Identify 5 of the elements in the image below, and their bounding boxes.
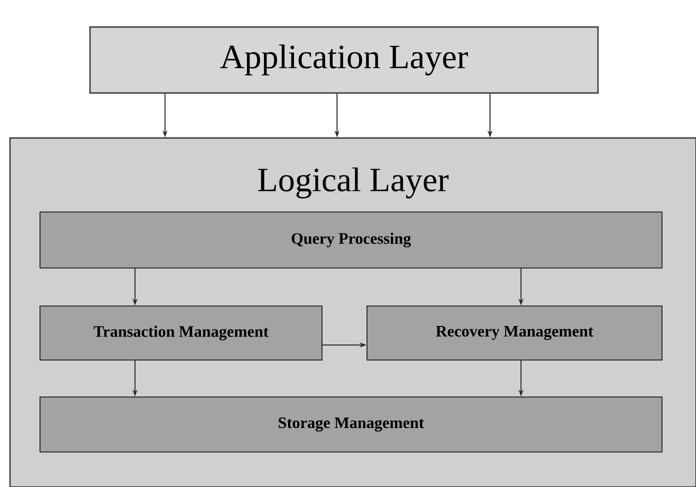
process-box: Query Processing xyxy=(40,212,662,268)
process-box: Transaction Management xyxy=(40,306,322,360)
process-box: Storage Management xyxy=(40,396,662,452)
layer-box: Application Layer xyxy=(89,26,599,94)
process-box: Recovery Management xyxy=(366,306,662,360)
